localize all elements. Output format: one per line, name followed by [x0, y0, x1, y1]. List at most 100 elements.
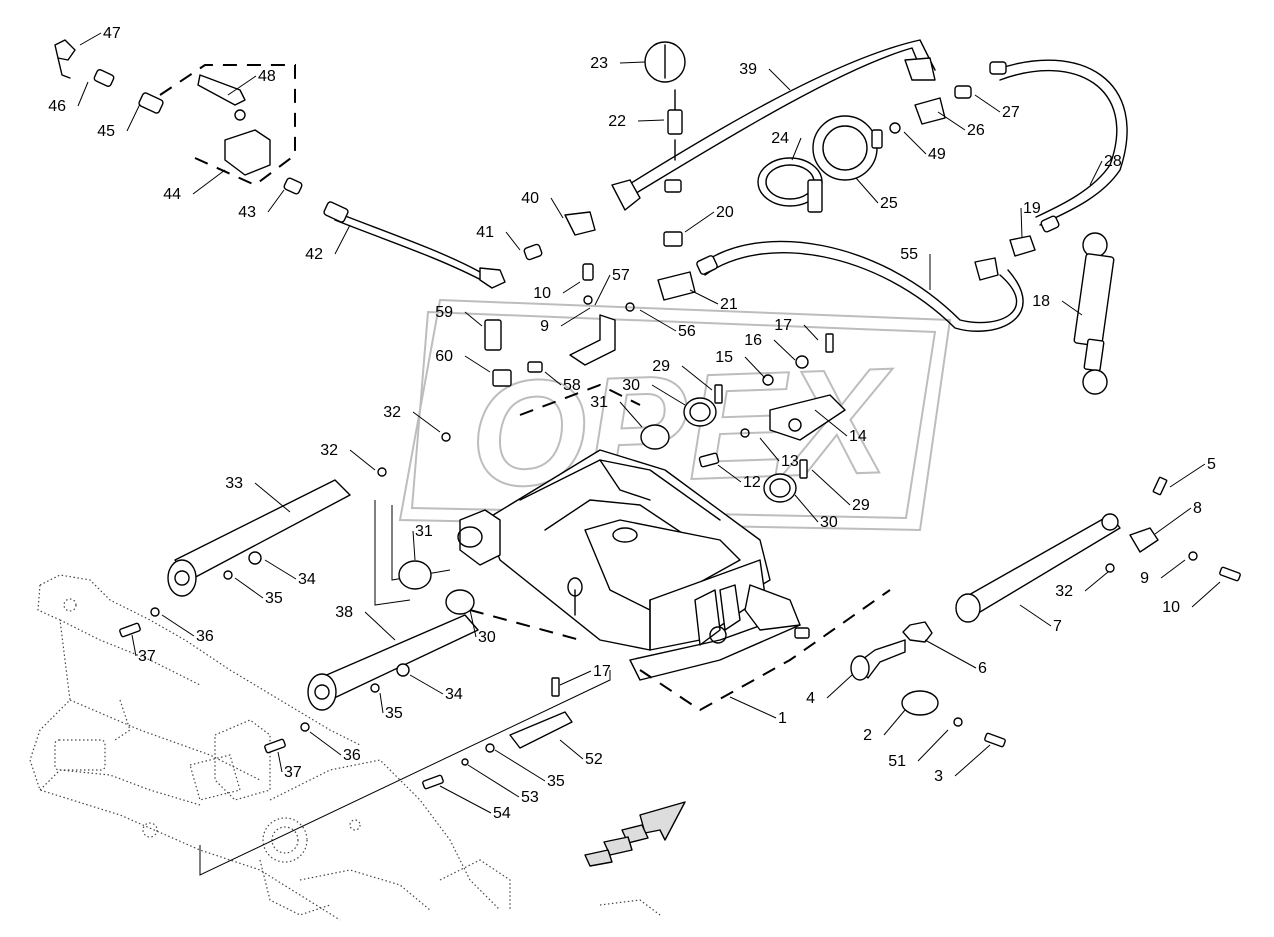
callout-label: 12 — [743, 474, 761, 491]
callout-label: 16 — [744, 332, 762, 349]
leader-line — [681, 365, 713, 391]
callout-label: 34 — [298, 571, 316, 588]
callout-label: 20 — [716, 204, 734, 221]
small-parts-middle — [377, 263, 846, 503]
leader-line — [1160, 559, 1186, 579]
leader-line — [594, 274, 611, 306]
leader-line — [1019, 604, 1052, 627]
leader-line — [826, 674, 853, 699]
callout-label: 36 — [196, 628, 214, 645]
leader-line — [559, 670, 592, 686]
hose-39 — [611, 39, 936, 211]
leader-line — [651, 384, 686, 406]
callout-label: 32 — [320, 442, 338, 459]
callout-label: 3 — [934, 768, 943, 785]
leader-line — [974, 94, 1001, 113]
leader-line — [254, 482, 291, 513]
leader-line — [917, 729, 949, 762]
leader-line — [954, 744, 991, 777]
leader-line — [773, 339, 796, 361]
callout-label: 1 — [778, 710, 787, 727]
gauge-assembly — [644, 41, 696, 301]
parts-top-left — [54, 39, 303, 195]
callout-label: 41 — [476, 224, 494, 241]
leader-line — [619, 401, 643, 428]
callout-label: 30 — [820, 514, 838, 531]
callout-label: 40 — [521, 190, 539, 207]
callout-label: 6 — [978, 660, 987, 677]
leader-line — [264, 559, 297, 580]
leader-line — [684, 211, 715, 233]
callout-label: 37 — [284, 764, 302, 781]
leader-line — [505, 231, 521, 251]
callout-layer: 4746454844434241402322392425492627282021… — [48, 25, 1221, 822]
callout-label: 45 — [97, 123, 115, 140]
callout-label: 44 — [163, 186, 181, 203]
callout-label: 32 — [383, 404, 401, 421]
leader-line — [131, 634, 137, 657]
leader-line — [855, 177, 879, 204]
callout-label: 2 — [863, 727, 872, 744]
callout-label: 46 — [48, 98, 66, 115]
leader-line — [192, 169, 226, 195]
leader-line — [903, 131, 927, 155]
leader-line — [379, 692, 384, 714]
callout-label: 43 — [238, 204, 256, 221]
callout-label: 60 — [435, 348, 453, 365]
callout-label: 47 — [103, 25, 121, 42]
callout-label: 32 — [1055, 583, 1073, 600]
callout-label: 35 — [547, 773, 565, 790]
callout-label: 34 — [445, 686, 463, 703]
damper-assembly — [1009, 232, 1115, 395]
leader-line — [744, 356, 766, 379]
callout-label: 25 — [880, 195, 898, 212]
callout-label: 52 — [585, 751, 603, 768]
callout-label: 35 — [265, 590, 283, 607]
callout-label: 29 — [652, 358, 670, 375]
leader-line — [1089, 160, 1103, 186]
leader-line — [811, 469, 851, 506]
callout-label: 33 — [225, 475, 243, 492]
leader-line — [639, 309, 677, 332]
callout-label: 30 — [622, 377, 640, 394]
leader-line — [924, 639, 977, 669]
callout-label: 10 — [533, 285, 551, 302]
leader-line — [937, 111, 966, 131]
callout-label: 55 — [900, 246, 918, 263]
leader-line — [1169, 463, 1206, 488]
leader-line — [267, 189, 285, 213]
callout-label: 4 — [806, 690, 815, 707]
leader-line — [469, 609, 477, 638]
callout-label: 57 — [612, 267, 630, 284]
leader-line — [126, 103, 141, 132]
callout-label: 13 — [781, 453, 799, 470]
callout-label: 29 — [852, 497, 870, 514]
callout-label: 49 — [928, 146, 946, 163]
callout-label: 15 — [715, 349, 733, 366]
leader-line — [464, 311, 483, 327]
leader-line — [717, 464, 742, 483]
pin-52-assembly — [422, 677, 573, 790]
parts-right — [794, 476, 1241, 748]
leader-line — [77, 81, 89, 107]
callout-label: 23 — [590, 55, 608, 72]
callout-label: 38 — [335, 604, 353, 621]
leader-line — [1154, 507, 1192, 535]
leader-line — [464, 355, 491, 373]
leader-line — [409, 674, 444, 695]
leader-line — [412, 530, 416, 561]
leader-line — [1191, 581, 1221, 608]
leader-line — [794, 494, 819, 523]
callout-label: 10 — [1162, 599, 1180, 616]
leader-line — [439, 785, 492, 814]
callout-label: 42 — [305, 246, 323, 263]
callout-label: 22 — [608, 113, 626, 130]
callout-label: 54 — [493, 805, 511, 822]
callout-label: 51 — [888, 753, 906, 770]
callout-label: 56 — [678, 323, 696, 340]
leader-line — [562, 281, 581, 294]
callout-label: 31 — [590, 394, 608, 411]
callout-label: 8 — [1193, 500, 1202, 517]
leader-line — [791, 137, 802, 161]
leader-line — [234, 577, 264, 599]
